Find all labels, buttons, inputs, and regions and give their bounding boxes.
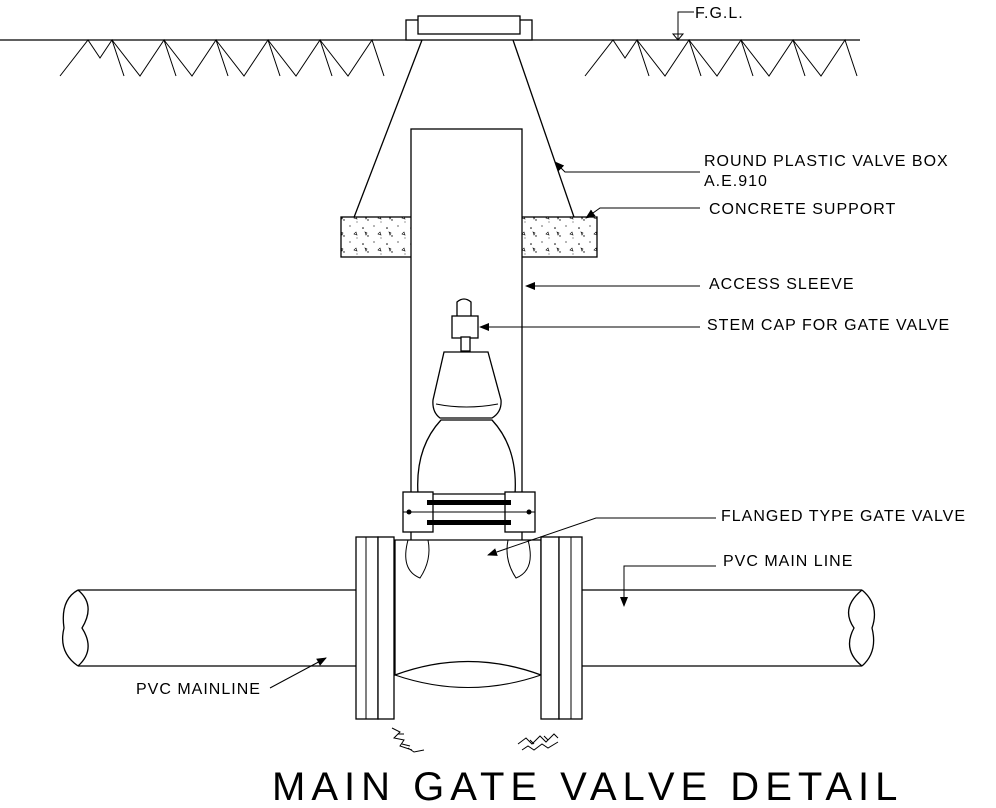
- valve-box-label-line2: A.E.910: [704, 173, 768, 190]
- gate-valve-label: FLANGED TYPE GATE VALVE: [721, 508, 966, 525]
- access-sleeve-label: ACCESS SLEEVE: [709, 276, 855, 293]
- pvc-main-line-label: PVC MAIN LINE: [723, 553, 853, 570]
- valve-top-flange: [402, 491, 536, 533]
- valve-body: [394, 539, 542, 688]
- pipe-flange-left: [355, 536, 395, 720]
- pvc-mainline-label: PVC MAINLINE: [136, 681, 261, 698]
- leader-lines: [269, 161, 716, 689]
- valve-box-body: [352, 39, 576, 221]
- drawing-title: MAIN GATE VALVE DETAIL: [272, 765, 903, 808]
- earth-hatch-left: [59, 38, 385, 77]
- fgl-label: F.G.L.: [695, 5, 744, 22]
- pipe-flange-right: [540, 536, 583, 720]
- fgl-marker: F.G.L.: [671, 5, 744, 41]
- stem-cap-label: STEM CAP FOR GATE VALVE: [707, 317, 950, 334]
- concrete-support-label: CONCRETE SUPPORT: [709, 201, 896, 218]
- gravel-bedding: [391, 727, 559, 753]
- pvc-pipe-right: [582, 589, 876, 667]
- valve-box-label-line1: ROUND PLASTIC VALVE BOX: [704, 153, 949, 170]
- stem-cap: [451, 298, 479, 352]
- valve-bonnet: [417, 351, 516, 495]
- pvc-pipe-left: [61, 589, 356, 667]
- earth-hatch-right: [584, 38, 858, 77]
- valve-box-lid: [405, 15, 533, 41]
